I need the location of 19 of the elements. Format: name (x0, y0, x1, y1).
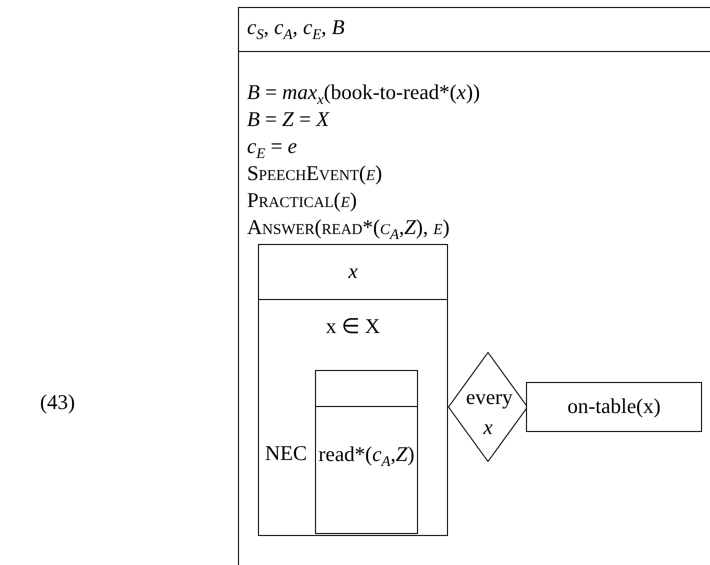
drs-box (238, 7, 710, 565)
text-label: every x (466, 384, 510, 442)
drs-box (258, 244, 448, 536)
text-label: B = max$_{x}$(book-to-read*(x)) (247, 81, 480, 108)
quantifier-diamond (448, 352, 528, 462)
text-label: on-table(x) (566, 395, 662, 418)
text-label: NEC (265, 442, 307, 466)
condition-box (526, 382, 702, 432)
text-label: Answer(read*(c$_{A}$,Z), e) (247, 216, 450, 244)
text-label: read*(c$_{A}$,Z) (318, 443, 416, 470)
text-label: Practical(e) (247, 189, 357, 212)
text-label: SpeechEvent(e) (247, 162, 382, 186)
text-label: c$_{E}$ = e (247, 135, 297, 162)
text-label: c$_{S}$, c$_{A}$, c$_{E}$, B (247, 16, 345, 44)
text-label: x ∈ X (324, 315, 382, 338)
example-number: (43) (40, 391, 75, 414)
drs-box (315, 370, 418, 534)
text-label: B = Z = X (247, 108, 330, 132)
text-label: x (347, 260, 359, 284)
